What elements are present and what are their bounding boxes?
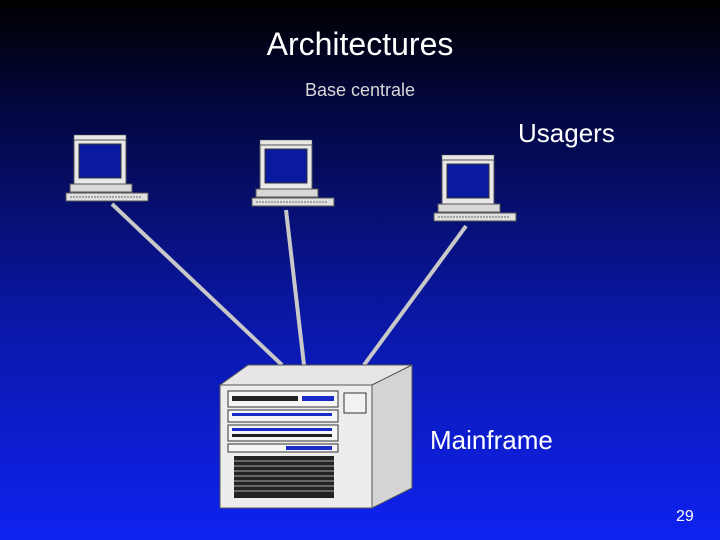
page-number: 29	[676, 508, 694, 525]
connection-lines	[110, 202, 468, 367]
slide-subtitle: Base centrale	[304, 80, 416, 100]
terminal-2-icon	[251, 139, 335, 207]
connection-line-3	[362, 224, 468, 367]
connection-line-1	[110, 202, 284, 367]
terminal-1-icon	[65, 134, 149, 202]
users-label: Usagers	[518, 118, 615, 148]
slide-title: Architectures	[266, 26, 454, 62]
terminal-3-icon	[433, 154, 517, 222]
connection-line-2	[284, 209, 306, 366]
mainframe-label: Mainframe	[430, 425, 553, 455]
mainframe-server-icon	[218, 364, 413, 509]
